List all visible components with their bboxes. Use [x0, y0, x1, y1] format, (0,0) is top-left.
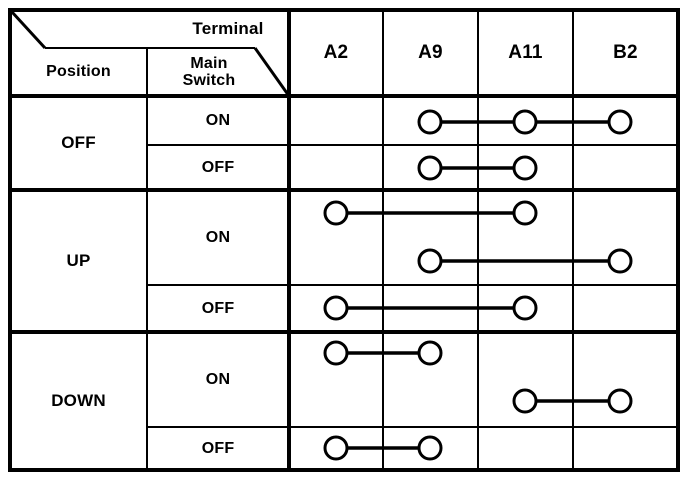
switch-label-down-off: OFF: [201, 439, 235, 457]
terminal-node-a11: [512, 109, 538, 135]
column-header-b2: B2: [613, 41, 638, 63]
terminal-node-a2: [323, 295, 349, 321]
terminal-node-a2: [323, 435, 349, 461]
terminal-node-a9: [417, 155, 443, 181]
terminal-node-a9: [417, 109, 443, 135]
table-outer-border: [8, 8, 680, 472]
connection-wires: [336, 120, 620, 450]
terminal-node-a2: [323, 340, 349, 366]
column-header-a2: A2: [323, 41, 349, 63]
switch-label-up-off: OFF: [201, 299, 235, 317]
corner-position-label: Position: [46, 63, 111, 81]
grid-lines: [8, 8, 680, 472]
position-label-off: OFF: [61, 132, 96, 152]
column-header-a11: A11: [508, 41, 543, 63]
corner-diagonal-lower: [253, 47, 291, 97]
switch-label-up-on: ON: [205, 228, 231, 246]
terminal-node-a9: [417, 435, 443, 461]
position-label-down: DOWN: [51, 390, 106, 410]
corner-main-switch-label: Main Switch: [182, 54, 236, 89]
switch-label-down-on: ON: [205, 370, 231, 388]
column-header-a9: A9: [418, 41, 443, 63]
terminal-node-a2: [323, 200, 349, 226]
terminal-nodes: [323, 109, 633, 461]
terminal-node-b2: [607, 109, 633, 135]
position-label-up: UP: [66, 250, 91, 270]
terminal-node-a9: [417, 340, 443, 366]
terminal-node-a9: [417, 248, 443, 274]
corner-terminal-label: Terminal: [192, 18, 264, 38]
terminal-node-b2: [607, 248, 633, 274]
terminal-node-a11: [512, 295, 538, 321]
switch-label-off-on: ON: [205, 111, 231, 129]
terminal-node-a11: [512, 388, 538, 414]
terminal-node-a11: [512, 155, 538, 181]
switch-label-off-off: OFF: [201, 158, 235, 176]
terminal-node-b2: [607, 388, 633, 414]
terminal-node-a11: [512, 200, 538, 226]
corner-diagonal-upper: [10, 10, 47, 50]
